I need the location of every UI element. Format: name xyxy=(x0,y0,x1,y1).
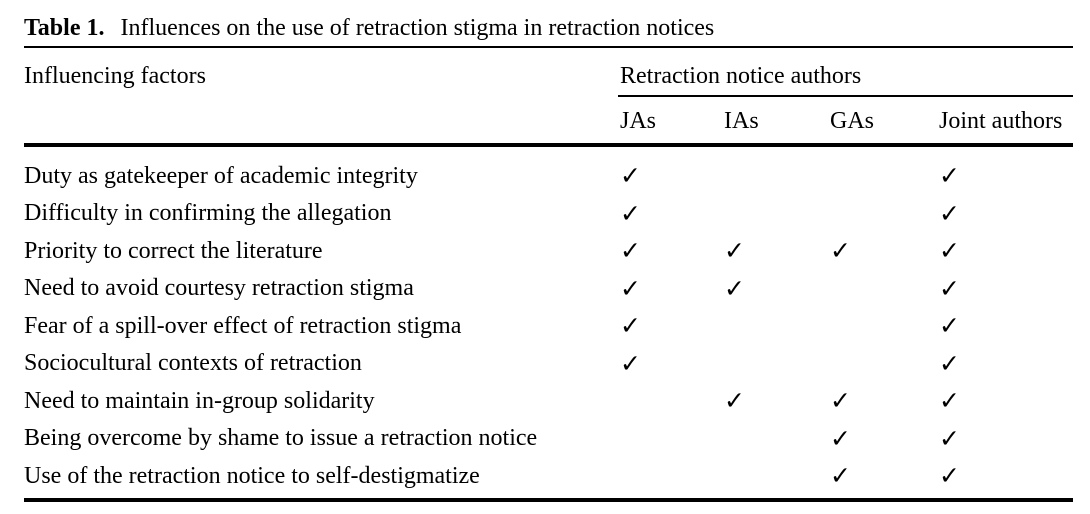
table-bottom-rule xyxy=(24,498,1073,502)
checkmark-icon: ✓ xyxy=(830,461,851,491)
checkmark-icon: ✓ xyxy=(830,423,851,453)
check-cell: ✓ xyxy=(618,201,722,226)
check-cell: ✓ xyxy=(618,163,722,188)
factor-cell: Being overcome by shame to issue a retra… xyxy=(24,425,538,452)
checkmark-icon: ✓ xyxy=(724,273,745,303)
table-caption-label: Table 1. xyxy=(24,15,105,41)
checkmark-icon: ✓ xyxy=(830,236,851,266)
table-caption-text: Influences on the use of retraction stig… xyxy=(120,15,715,41)
table-header-rule xyxy=(24,143,1073,147)
checkmark-icon: ✓ xyxy=(620,273,641,303)
check-cell: ✓ xyxy=(937,388,1073,413)
column-header-ias: IAs xyxy=(724,108,759,134)
checkmark-icon: ✓ xyxy=(830,386,851,416)
check-cell: ✓ xyxy=(937,276,1073,301)
table-row: Need to avoid courtesy retraction stigma… xyxy=(24,270,1073,308)
factor-cell: Need to maintain in-group solidarity xyxy=(24,387,375,414)
checkmark-icon: ✓ xyxy=(620,311,641,341)
table-top-rule xyxy=(24,46,1073,48)
table-row: Priority to correct the literature ✓ ✓ ✓ ✓ xyxy=(24,232,1073,270)
checkmark-icon: ✓ xyxy=(939,423,960,453)
factor-cell: Sociocultural contexts of retraction xyxy=(24,350,362,377)
check-cell: ✓ xyxy=(937,238,1073,263)
check-cell: ✓ xyxy=(937,426,1073,451)
column-header-joint-authors: Joint authors xyxy=(939,108,1063,134)
check-cell: ✓ xyxy=(722,388,828,413)
checkmark-icon: ✓ xyxy=(724,386,745,416)
column-header-influencing-factors: Influencing factors xyxy=(24,63,206,89)
table-row: Difficulty in confirming the allegation ✓… xyxy=(24,195,1073,233)
table-row: Need to maintain in-group solidarity ✓ ✓ ✓ xyxy=(24,382,1073,420)
check-cell: ✓ xyxy=(828,463,937,488)
author-columns-section: Retraction notice authors JAs IAs GAs Jo… xyxy=(618,48,1073,143)
checkmark-icon: ✓ xyxy=(939,386,960,416)
check-cell: ✓ xyxy=(937,163,1073,188)
checkmark-icon: ✓ xyxy=(939,461,960,491)
check-cell: ✓ xyxy=(937,313,1073,338)
check-cell: ✓ xyxy=(937,463,1073,488)
table-row: Duty as gatekeeper of academic integrity… xyxy=(24,157,1073,195)
table-header: Influencing factors Retraction notice au… xyxy=(24,48,1073,143)
check-cell: ✓ xyxy=(828,388,937,413)
check-cell: ✓ xyxy=(618,313,722,338)
check-cell: ✓ xyxy=(618,276,722,301)
check-cell: ✓ xyxy=(618,238,722,263)
subcolumn-headers: JAs IAs GAs Joint authors xyxy=(618,97,1073,136)
check-cell: ✓ xyxy=(828,426,937,451)
factor-cell: Priority to correct the literature xyxy=(24,237,323,264)
checkmark-icon: ✓ xyxy=(724,236,745,266)
check-cell: ✓ xyxy=(828,238,937,263)
checkmark-icon: ✓ xyxy=(939,198,960,228)
check-cell: ✓ xyxy=(722,276,828,301)
table-row: Being overcome by shame to issue a retra… xyxy=(24,420,1073,458)
checkmark-icon: ✓ xyxy=(620,236,641,266)
table-row: Sociocultural contexts of retraction ✓ ✓ xyxy=(24,345,1073,383)
table-row: Fear of a spill-over effect of retractio… xyxy=(24,307,1073,345)
factor-cell: Difficulty in confirming the allegation xyxy=(24,200,392,227)
column-group-header-retraction-notice-authors: Retraction notice authors xyxy=(618,48,1073,97)
checkmark-icon: ✓ xyxy=(939,348,960,378)
checkmark-icon: ✓ xyxy=(620,161,641,191)
check-cell: ✓ xyxy=(937,351,1073,376)
checkmark-icon: ✓ xyxy=(939,311,960,341)
table-body: Duty as gatekeeper of academic integrity… xyxy=(24,147,1073,498)
table-caption: Table 1. Influences on the use of retract… xyxy=(24,0,1073,46)
check-cell: ✓ xyxy=(937,201,1073,226)
checkmark-icon: ✓ xyxy=(620,198,641,228)
checkmark-icon: ✓ xyxy=(939,273,960,303)
column-header-jas: JAs xyxy=(620,108,657,134)
factor-cell: Need to avoid courtesy retraction stigma xyxy=(24,275,414,302)
column-header-gas: GAs xyxy=(830,108,875,134)
table-row: Use of the retraction notice to self-des… xyxy=(24,457,1073,495)
checkmark-icon: ✓ xyxy=(620,348,641,378)
factor-cell: Duty as gatekeeper of academic integrity xyxy=(24,162,418,189)
factor-cell: Use of the retraction notice to self-des… xyxy=(24,462,480,489)
factor-cell: Fear of a spill-over effect of retractio… xyxy=(24,312,462,339)
check-cell: ✓ xyxy=(722,238,828,263)
check-cell: ✓ xyxy=(618,351,722,376)
checkmark-icon: ✓ xyxy=(939,161,960,191)
checkmark-icon: ✓ xyxy=(939,236,960,266)
